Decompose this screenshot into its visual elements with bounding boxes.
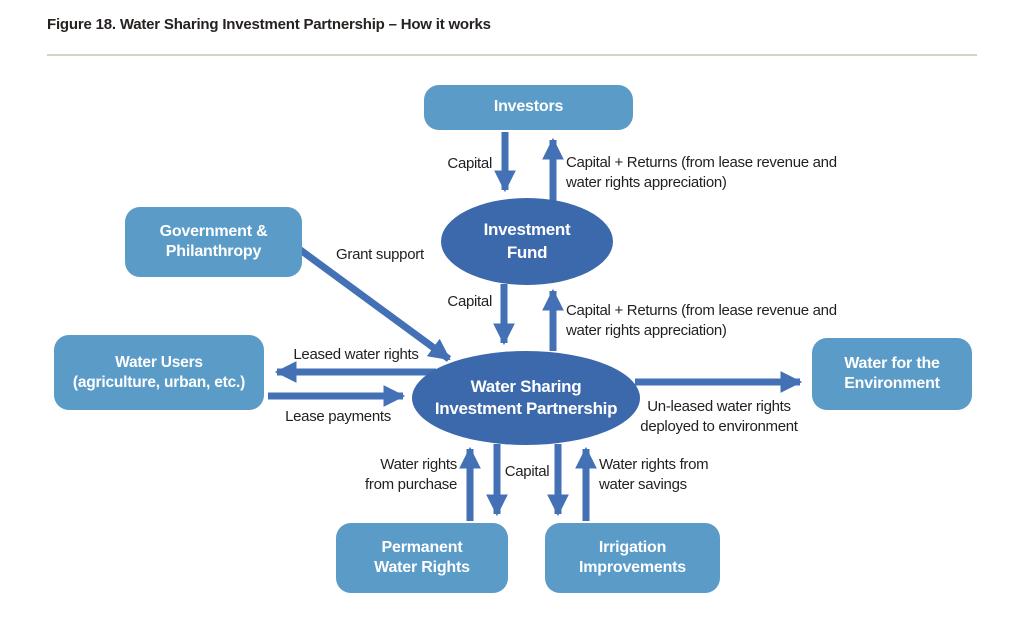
label-grant-support: Grant support [336,246,424,263]
node-environment-label2: Environment [844,375,940,392]
node-environment: Water for the Environment [812,338,972,410]
node-investors: Investors [424,85,633,130]
node-investment-fund: Investment Fund [441,198,613,285]
label-leased-water-rights: Leased water rights [293,346,419,363]
node-water-users-label2: (agriculture, urban, etc.) [72,373,246,391]
arrow-government-to-wsip [296,246,452,362]
label-capital-top: Capital [447,155,492,172]
node-fund-label2: Fund [506,242,548,262]
node-government-label: Government & [159,222,268,240]
label-capital-returns-top-line2: water rights appreciation) [566,174,727,191]
node-permanent-label2: Water Rights [374,559,470,576]
label-unleased-line2: deployed to environment [640,418,798,435]
label-capital-returns-top: Capital + Returns (from lease revenue an… [566,153,837,193]
label-unleased-water-rights: Un-leased water rights deployed to envir… [619,397,819,437]
label-savings-line2: water savings [599,476,687,493]
node-water-users-label: Water Users [115,353,203,371]
node-irrigation-improvements: Irrigation Improvements [545,523,720,593]
label-capital-returns-mid: Capital + Returns (from lease revenue an… [566,301,837,341]
label-capital-mid: Capital [447,293,492,310]
label-capital-returns-top-line1: Capital + Returns (from lease revenue an… [566,154,837,171]
label-capital-returns-mid-line2: water rights appreciation) [566,322,727,339]
node-investors-label: Investors [493,98,564,116]
label-purchase-line1: Water rights [380,456,457,473]
figure-title: Figure 18. Water Sharing Investment Part… [47,16,491,33]
node-irrigation-label: Irrigation [598,538,667,556]
node-wsip: Water Sharing Investment Partnership [412,351,640,445]
label-water-rights-from-savings: Water rights from water savings [599,455,709,495]
node-government: Government & Philanthropy [125,207,302,277]
node-water-users: Water Users (agriculture, urban, etc.) [54,335,264,410]
label-lease-payments: Lease payments [285,408,391,425]
label-capital-bottom: Capital [504,463,550,480]
node-wsip-label: Water Sharing [470,376,582,396]
label-water-rights-from-purchase: Water rights from purchase [337,455,457,495]
node-permanent-label: Permanent [381,538,463,556]
label-unleased-line1: Un-leased water rights [647,398,791,415]
label-purchase-line2: from purchase [365,476,457,493]
title-rule [47,54,977,56]
node-irrigation-label2: Improvements [579,559,686,576]
label-savings-line1: Water rights from [599,456,709,473]
label-capital-returns-mid-line1: Capital + Returns (from lease revenue an… [566,302,837,319]
node-environment-label: Water for the [844,354,940,372]
node-permanent-water-rights: Permanent Water Rights [336,523,508,593]
node-wsip-label2: Investment Partnership [434,399,618,418]
node-government-label2: Philanthropy [165,243,262,260]
node-fund-label: Investment [483,220,571,240]
